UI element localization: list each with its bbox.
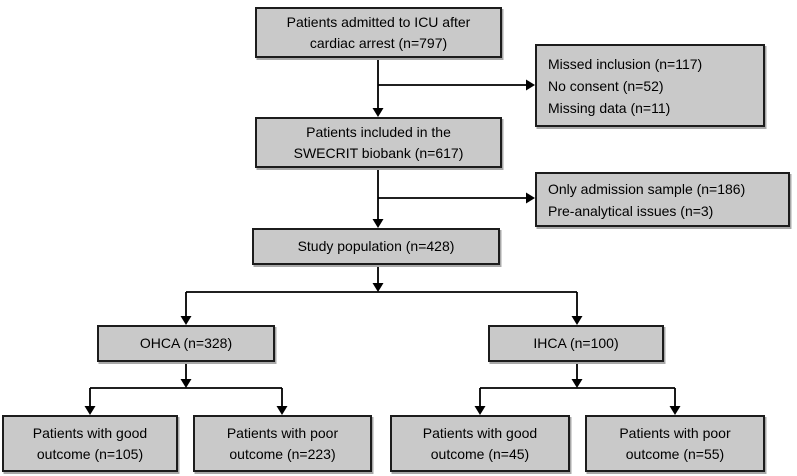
flow-box-text: Pre-analytical issues (n=3) — [548, 202, 714, 219]
flow-box-text: IHCA (n=100) — [533, 335, 619, 351]
flow-box-text: outcome (n=105) — [36, 445, 144, 462]
flow-box-text: Patients with good — [422, 424, 538, 441]
flow-box-ohca-good-outcome: Patients with good outcome (n=105) — [2, 415, 178, 472]
flow-box-ihca-good-outcome: Patients with good outcome (n=45) — [390, 415, 570, 472]
flow-box-text: outcome (n=223) — [229, 445, 336, 462]
flow-box-excluded-biobank: Missed inclusion (n=117) No consent (n=5… — [535, 44, 765, 127]
flow-box-text: Patients with poor — [619, 424, 731, 441]
flow-box-text: Patients admitted to ICU after — [286, 13, 471, 30]
flow-box-text: outcome (n=45) — [430, 445, 530, 462]
flow-box-text: Missing data (n=11) — [548, 99, 671, 116]
flow-box-text: cardiac arrest (n=797) — [309, 34, 448, 51]
flow-box-text: Patients with poor — [226, 424, 339, 441]
flow-box-text: Missed inclusion (n=117) — [548, 55, 703, 72]
flow-box-text: Patients included in the — [306, 123, 451, 140]
flow-box-ohca: OHCA (n=328) — [97, 325, 275, 362]
flow-box-icu-admitted: Patients admitted to ICU after cardiac a… — [255, 7, 502, 58]
flow-box-text: Patients with good — [32, 424, 148, 441]
flow-box-text: outcome (n=55) — [625, 445, 725, 462]
flow-box-text: Only admission sample (n=186) — [548, 180, 746, 197]
flow-box-swecrit-biobank: Patients included in the SWECRIT biobank… — [255, 117, 502, 168]
flow-box-text: No consent (n=52) — [548, 77, 664, 94]
flow-box-ihca: IHCA (n=100) — [488, 325, 664, 362]
flow-box-ihca-poor-outcome: Patients with poor outcome (n=55) — [585, 415, 765, 472]
flow-box-text: OHCA (n=328) — [139, 335, 233, 351]
flow-box-ohca-poor-outcome: Patients with poor outcome (n=223) — [193, 415, 372, 472]
flow-box-text: Study population (n=428) — [297, 238, 455, 254]
flow-box-study-population: Study population (n=428) — [252, 228, 500, 265]
flow-box-text: SWECRIT biobank (n=617) — [293, 144, 464, 161]
flow-box-excluded-sample: Only admission sample (n=186) Pre-analyt… — [535, 172, 790, 227]
